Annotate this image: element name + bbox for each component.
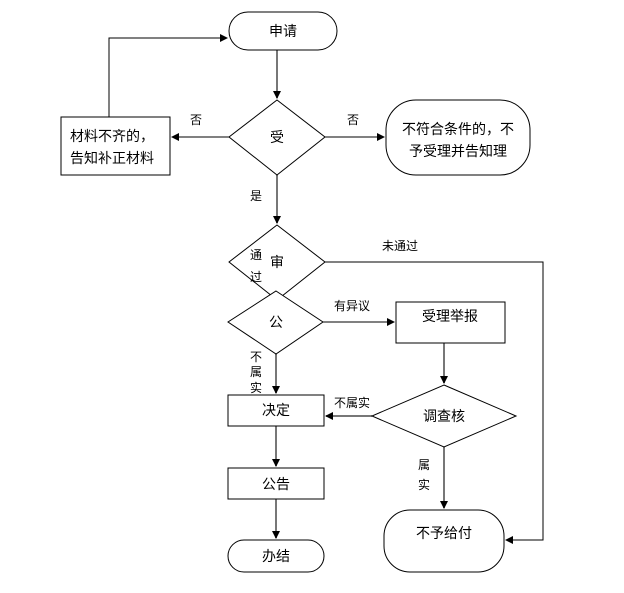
node-report-label: 受理举报 (422, 309, 478, 325)
node-done-label: 办结 (262, 549, 290, 565)
arrow-review-to-deny (325, 261, 544, 544)
label-untrue-v3: 实 (250, 380, 262, 395)
label-yes: 是 (250, 189, 262, 203)
arrow-incomplete-to-apply (108, 34, 228, 117)
node-report: 受理举报 (395, 301, 506, 344)
node-review: 审 (228, 224, 326, 301)
node-accept: 受 (228, 99, 326, 176)
label-untrue-v1: 不 (250, 350, 262, 364)
label-untrue: 不属实 (334, 395, 370, 410)
node-apply: 申请 (228, 11, 338, 51)
node-investigate-label: 调查核 (423, 409, 465, 425)
node-incomplete: 材料不齐的， 告知补正材料 (60, 116, 171, 176)
label-passed-2: 过 (250, 270, 262, 284)
label-no-right: 否 (347, 113, 359, 127)
node-decision-label: 决定 (262, 403, 290, 419)
label-no-left: 否 (190, 113, 202, 127)
label-not-passed: 未通过 (382, 239, 418, 253)
node-deny-label: 不予给付 (416, 526, 472, 542)
node-reject-line2: 予受理并告知理 (409, 143, 507, 160)
node-publicize: 公 (227, 290, 324, 355)
label-objection: 有异议 (334, 299, 370, 313)
node-incomplete-line1: 材料不齐的， (70, 129, 154, 145)
node-announce: 公告 (227, 467, 325, 500)
node-deny: 不予给付 (383, 509, 505, 573)
node-announce-label: 公告 (262, 477, 290, 493)
node-apply-label: 申请 (269, 24, 297, 40)
label-untrue-v2: 属 (250, 365, 262, 379)
node-reject-line1: 不符合条件的，不 (402, 121, 514, 138)
label-true-1: 属 (418, 458, 430, 472)
node-review-label: 审 (270, 255, 284, 271)
node-decision: 决定 (227, 394, 325, 427)
label-true-2: 实 (418, 477, 430, 492)
node-accept-label: 受 (270, 130, 284, 146)
label-passed-1: 通 (250, 248, 262, 262)
node-incomplete-line2: 告知补正材料 (70, 150, 154, 167)
node-publicize-label: 公 (269, 315, 283, 331)
node-reject: 不符合条件的，不 予受理并告知理 (385, 99, 531, 176)
node-investigate: 调查核 (370, 384, 518, 448)
node-done: 办结 (227, 539, 325, 573)
